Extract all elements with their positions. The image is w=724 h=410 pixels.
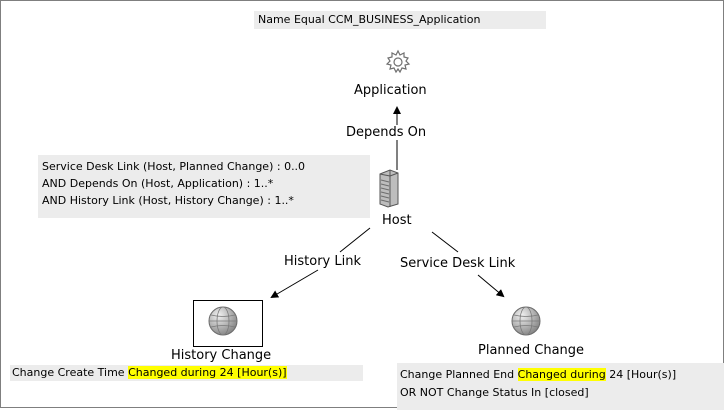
planned-change-condition-suffix: 24 [Hour(s)] — [605, 368, 677, 381]
host-condition-line-1: Service Desk Link (Host, Planned Change)… — [42, 160, 306, 173]
application-filter-box[interactable]: Name Equal CCM_BUSINESS_Application — [254, 11, 546, 29]
history-change-selection-frame — [193, 300, 263, 347]
host-conditions-box[interactable]: Service Desk Link (Host, Planned Change)… — [38, 155, 370, 218]
planned-change-condition-line-2: OR NOT Change Status In [closed] — [400, 386, 589, 399]
host-condition-line-2: AND Depends On (Host, Application) : 1..… — [42, 177, 274, 190]
history-link-label: History Link — [282, 254, 364, 269]
history-change-node-label[interactable]: History Change — [171, 348, 272, 363]
application-node-label[interactable]: Application — [354, 83, 427, 98]
planned-change-node-label[interactable]: Planned Change — [478, 343, 585, 358]
edge-service-desk-lower — [477, 274, 505, 298]
gear-icon[interactable] — [385, 49, 411, 75]
edge-history-link-lower — [270, 269, 319, 299]
application-filter-text: Name Equal CCM_BUSINESS_Application — [258, 13, 481, 26]
host-condition-line-3: AND History Link (Host, History Change) … — [42, 194, 294, 207]
history-change-condition-prefix: Change Create Time — [12, 366, 129, 379]
host-node-label[interactable]: Host — [382, 213, 412, 228]
depends-on-label: Depends On — [344, 125, 429, 140]
planned-change-condition-prefix: Change Planned End — [400, 368, 518, 381]
globe-icon[interactable] — [207, 305, 239, 337]
history-change-condition-box[interactable]: Change Create Time Changed during 24 [Ho… — [10, 365, 363, 381]
planned-change-condition-box[interactable]: Change Planned End Changed during 24 [Ho… — [397, 363, 724, 410]
edge-history-link-upper — [339, 227, 371, 253]
server-icon[interactable] — [378, 168, 400, 208]
service-desk-link-label: Service Desk Link — [398, 256, 518, 271]
planned-change-condition-line-1: Change Planned End Changed during 24 [Ho… — [400, 366, 724, 384]
globe-icon[interactable] — [510, 305, 542, 337]
planned-change-condition-highlight: Changed during — [517, 368, 606, 381]
history-change-condition-highlight: Changed during 24 [Hour(s)] — [128, 366, 287, 379]
edge-service-desk-upper — [431, 231, 459, 253]
